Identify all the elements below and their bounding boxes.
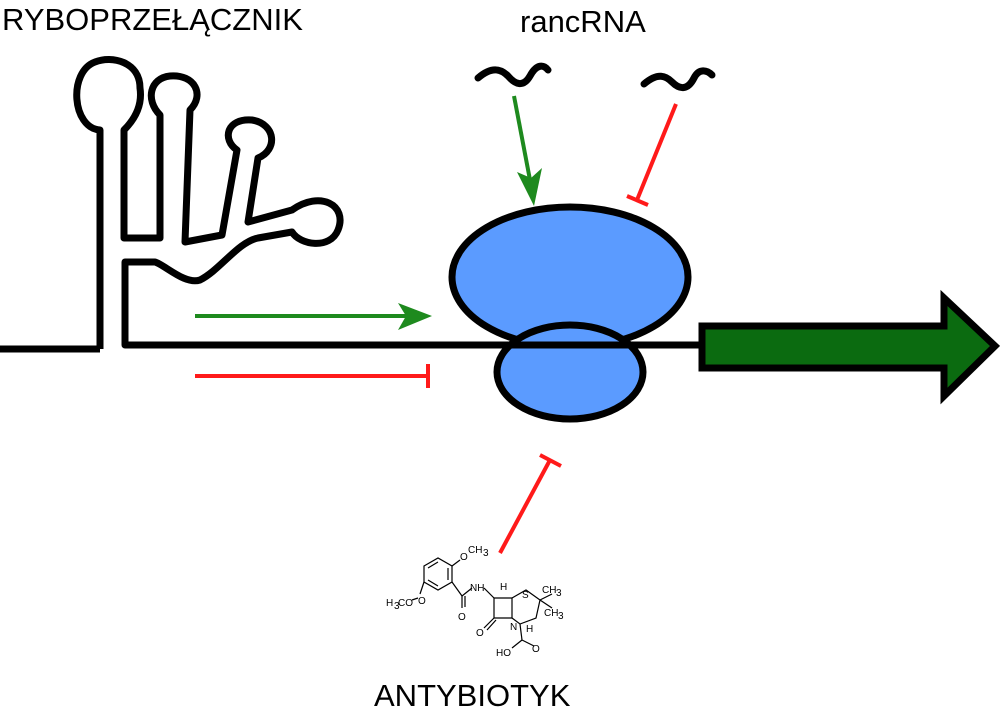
gene-arrow [698,289,1000,405]
svg-text:N: N [510,622,517,633]
rancrna-squiggle-right [640,67,716,91]
svg-text:O: O [418,596,426,607]
antibiotic-label: ANTYBIOTYK [374,678,571,713]
rancrna-inhibition-line [635,103,678,201]
molecule-atom-labels: O CH 3 H 3 CO O O NH H S CH 3 CH 3 O N H… [386,545,564,659]
svg-text:O: O [532,644,540,655]
svg-text:H: H [386,598,393,609]
rancrna-inhibition-bar [626,194,649,207]
svg-text:3: 3 [394,601,400,612]
rancrna-squiggle-left [474,62,552,87]
riboswitch-structure [73,55,705,349]
svg-text:O: O [458,612,466,623]
svg-text:CH: CH [468,545,482,556]
riboswitch-activation-arrowhead [398,303,432,330]
svg-text:O: O [460,552,468,563]
riboswitch-label: RYBOPRZEŁĄCZNIK [2,2,303,37]
svg-text:O: O [476,628,484,639]
svg-text:3: 3 [556,588,562,599]
rancrna-label: rancRNA [520,4,646,39]
antibiotic-inhibition-bar [539,453,562,468]
svg-text:H: H [526,624,533,635]
antibiotic-molecule [411,557,553,649]
svg-text:CH: CH [542,585,556,596]
svg-text:H: H [500,582,507,593]
svg-text:HO: HO [496,648,511,659]
antibiotic-inhibition-line [498,459,552,554]
svg-text:CO: CO [398,598,413,609]
svg-text:CH: CH [544,608,558,619]
ribosome-small-subunit [493,321,647,423]
svg-text:S: S [522,590,529,601]
svg-text:3: 3 [558,611,564,622]
svg-text:3: 3 [483,548,489,559]
rancrna-activation-arrow [512,95,532,181]
svg-text:NH: NH [470,583,484,594]
rancrna-activation-arrowhead [517,168,542,206]
